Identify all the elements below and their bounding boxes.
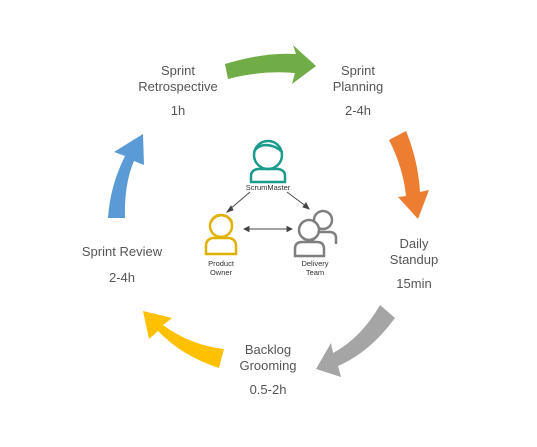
delivery-team-icon [293, 209, 338, 258]
role-label-line: Owner [209, 268, 233, 277]
phase-duration: 0.5-2h [249, 382, 287, 397]
arrowhead-icon [242, 225, 250, 233]
arrowhead-icon [302, 202, 310, 210]
phase-name: Daily [399, 236, 429, 251]
arrowhead-icon [225, 205, 234, 213]
phase-duration: 15min [396, 276, 432, 291]
phase-name: Backlog [244, 342, 292, 357]
role-scrum-master-label: ScrumMaster [245, 183, 291, 192]
role-label-line: Delivery [301, 259, 329, 268]
phase-name: Sprint [161, 63, 195, 78]
phase-name: Sprint Review [81, 244, 163, 259]
phase-sprint-planning: Sprint Planning 2-4h [318, 63, 398, 119]
product-owner-icon [204, 213, 238, 256]
arrow-retro-to-planning [225, 45, 316, 84]
phase-name: Sprint [341, 63, 375, 78]
role-label-line: Product [208, 259, 234, 268]
arrowhead-icon [286, 225, 294, 233]
phase-name: Retrospective [138, 79, 218, 94]
phase-name: Planning [332, 79, 384, 94]
phase-duration: 2-4h [108, 270, 136, 285]
phase-name: Grooming [239, 358, 297, 373]
arrow-planning-to-standup [389, 131, 429, 219]
phase-duration: 1h [170, 103, 186, 118]
phase-sprint-retrospective: Sprint Retrospective 1h [128, 63, 228, 119]
role-delivery-team-label: Delivery Team [291, 259, 339, 277]
arrow-standup-to-grooming [316, 305, 395, 377]
phase-daily-standup: Daily Standup 15min [374, 236, 454, 292]
role-connectors [225, 191, 310, 233]
phase-sprint-review: Sprint Review 2-4h [72, 244, 172, 286]
phase-name: Standup [389, 252, 439, 267]
phase-backlog-grooming: Backlog Grooming 0.5-2h [228, 342, 308, 398]
scrum-master-icon [249, 139, 287, 184]
role-product-owner-label: Product Owner [198, 259, 244, 277]
arrow-grooming-to-review [143, 311, 224, 368]
arrow-review-to-retro [108, 134, 144, 218]
role-label-line: Team [305, 268, 325, 277]
phase-duration: 2-4h [344, 103, 372, 118]
connector-sm-team [286, 191, 308, 208]
connector-sm-po [228, 191, 251, 211]
